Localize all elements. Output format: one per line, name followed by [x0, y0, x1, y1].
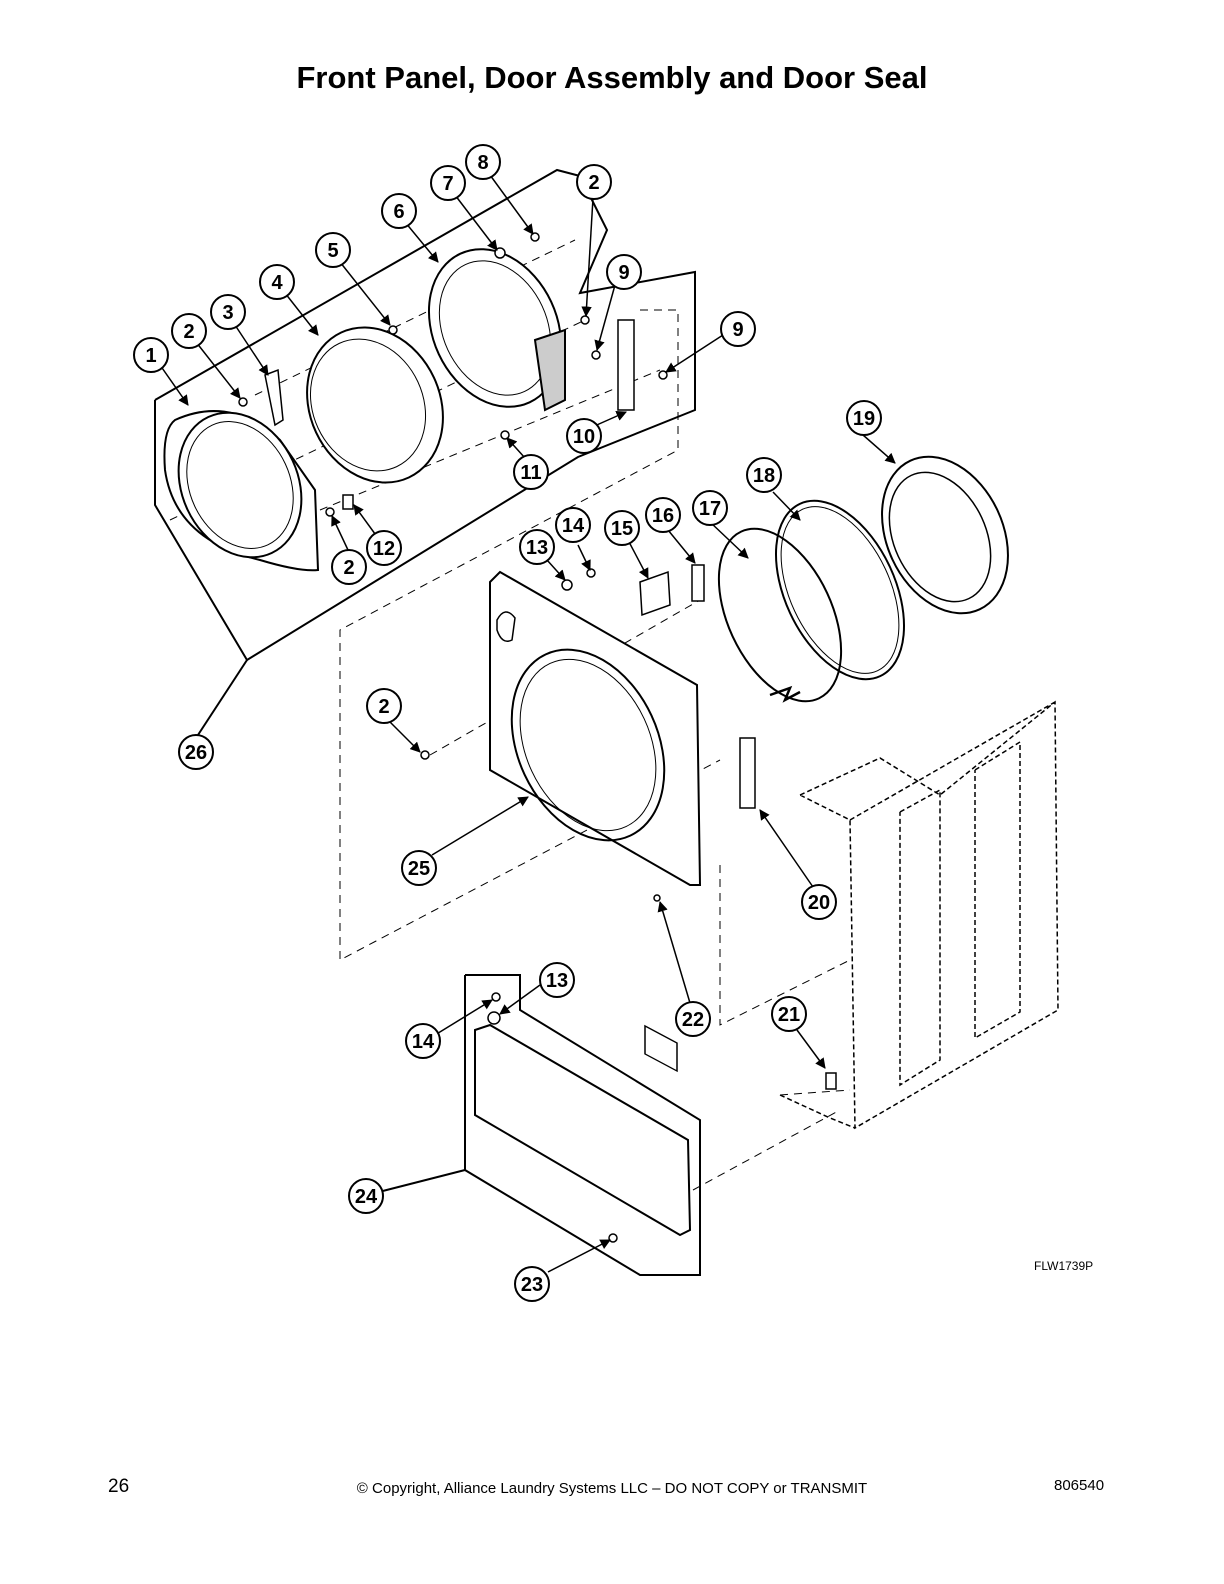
callout-24: 24 — [348, 1178, 384, 1214]
part-16-strike — [691, 564, 705, 602]
svg-text:26: 26 — [185, 742, 207, 764]
svg-text:2: 2 — [588, 172, 599, 194]
callout-2: 2 — [576, 164, 612, 200]
svg-text:4: 4 — [271, 272, 283, 294]
document-number: 806540 — [1054, 1477, 1105, 1494]
part-6-door-frame — [427, 248, 566, 412]
svg-text:24: 24 — [355, 1186, 378, 1208]
part-4-door-glass — [306, 326, 444, 484]
svg-text:2: 2 — [343, 557, 354, 579]
svg-text:19: 19 — [853, 408, 875, 430]
callout-9: 9 — [606, 254, 642, 290]
callout-4: 4 — [259, 264, 295, 300]
callout-14: 14 — [405, 1023, 441, 1059]
svg-text:25: 25 — [408, 858, 430, 880]
svg-text:16: 16 — [652, 505, 674, 527]
callout-2: 2 — [171, 313, 207, 349]
svg-text:2: 2 — [183, 321, 194, 343]
part-18-seal-ring — [774, 499, 906, 681]
callout-17: 17 — [692, 490, 728, 526]
callout-16: 16 — [645, 497, 681, 533]
callout-8: 8 — [465, 144, 501, 180]
door-assembly-bracket — [154, 168, 696, 739]
figure-code: FLW1739P — [1034, 1259, 1094, 1273]
callout-25: 25 — [401, 850, 437, 886]
svg-text:13: 13 — [546, 970, 568, 992]
copyright-notice: © Copyright, Alliance Laundry Systems LL… — [356, 1480, 868, 1497]
hardware-screws — [238, 232, 837, 1243]
svg-text:18: 18 — [753, 465, 775, 487]
callout-3: 3 — [210, 294, 246, 330]
svg-text:2: 2 — [378, 696, 389, 718]
svg-text:15: 15 — [611, 518, 633, 540]
part-1-front-ring — [163, 410, 320, 572]
page-number: 26 — [108, 1476, 130, 1497]
callout-13: 13 — [539, 962, 575, 998]
callout-7: 7 — [430, 165, 466, 201]
svg-text:8: 8 — [477, 152, 488, 174]
part-25-front-panel — [489, 570, 702, 1073]
svg-text:5: 5 — [327, 240, 338, 262]
callout-2: 2 — [366, 688, 402, 724]
callout-bubbles: 1 2 3 4 5 6 7 8 2 9 9 10 11 2 12 13 14 1… — [133, 144, 882, 1302]
callout-23: 23 — [514, 1266, 550, 1302]
leader-lines — [159, 174, 896, 1273]
svg-text:17: 17 — [699, 498, 721, 520]
svg-text:22: 22 — [682, 1009, 704, 1031]
callout-6: 6 — [381, 193, 417, 229]
callout-18: 18 — [746, 457, 782, 493]
callout-1: 1 — [133, 337, 169, 373]
svg-text:1: 1 — [145, 345, 156, 367]
svg-text:9: 9 — [618, 262, 629, 284]
svg-text:9: 9 — [732, 319, 743, 341]
svg-text:21: 21 — [778, 1004, 800, 1026]
callout-13: 13 — [519, 529, 555, 565]
part-3-bracket — [264, 368, 284, 427]
part-15-lock — [639, 570, 671, 617]
callout-11: 11 — [513, 454, 549, 490]
svg-text:14: 14 — [412, 1031, 435, 1053]
callout-2: 2 — [331, 549, 367, 585]
callout-22: 22 — [675, 1001, 711, 1037]
part-10-hinge — [617, 319, 635, 411]
callout-19: 19 — [846, 400, 882, 436]
svg-text:6: 6 — [393, 201, 404, 223]
svg-text:23: 23 — [521, 1274, 543, 1296]
callout-15: 15 — [604, 510, 640, 546]
svg-text:20: 20 — [808, 892, 830, 914]
part-24-kick-plate — [366, 974, 701, 1276]
callout-10: 10 — [566, 418, 602, 454]
svg-text:3: 3 — [222, 302, 233, 324]
callout-21: 21 — [771, 996, 807, 1032]
callout-12: 12 — [366, 530, 402, 566]
callout-26: 26 — [178, 734, 214, 770]
svg-text:14: 14 — [562, 515, 585, 537]
callout-5: 5 — [315, 232, 351, 268]
svg-text:12: 12 — [373, 538, 395, 560]
part-17-clamp-wire — [717, 527, 843, 703]
part-20-bracket — [739, 737, 756, 809]
callout-14: 14 — [555, 507, 591, 543]
svg-text:13: 13 — [526, 537, 548, 559]
part-19-door-seal — [881, 455, 1009, 615]
svg-text:10: 10 — [573, 426, 595, 448]
callout-20: 20 — [801, 884, 837, 920]
callout-9: 9 — [720, 311, 756, 347]
svg-text:11: 11 — [520, 462, 541, 484]
svg-text:7: 7 — [442, 173, 453, 195]
cabinet-outline — [779, 700, 1059, 1130]
page-title: Front Panel, Door Assembly and Door Seal — [296, 60, 928, 95]
